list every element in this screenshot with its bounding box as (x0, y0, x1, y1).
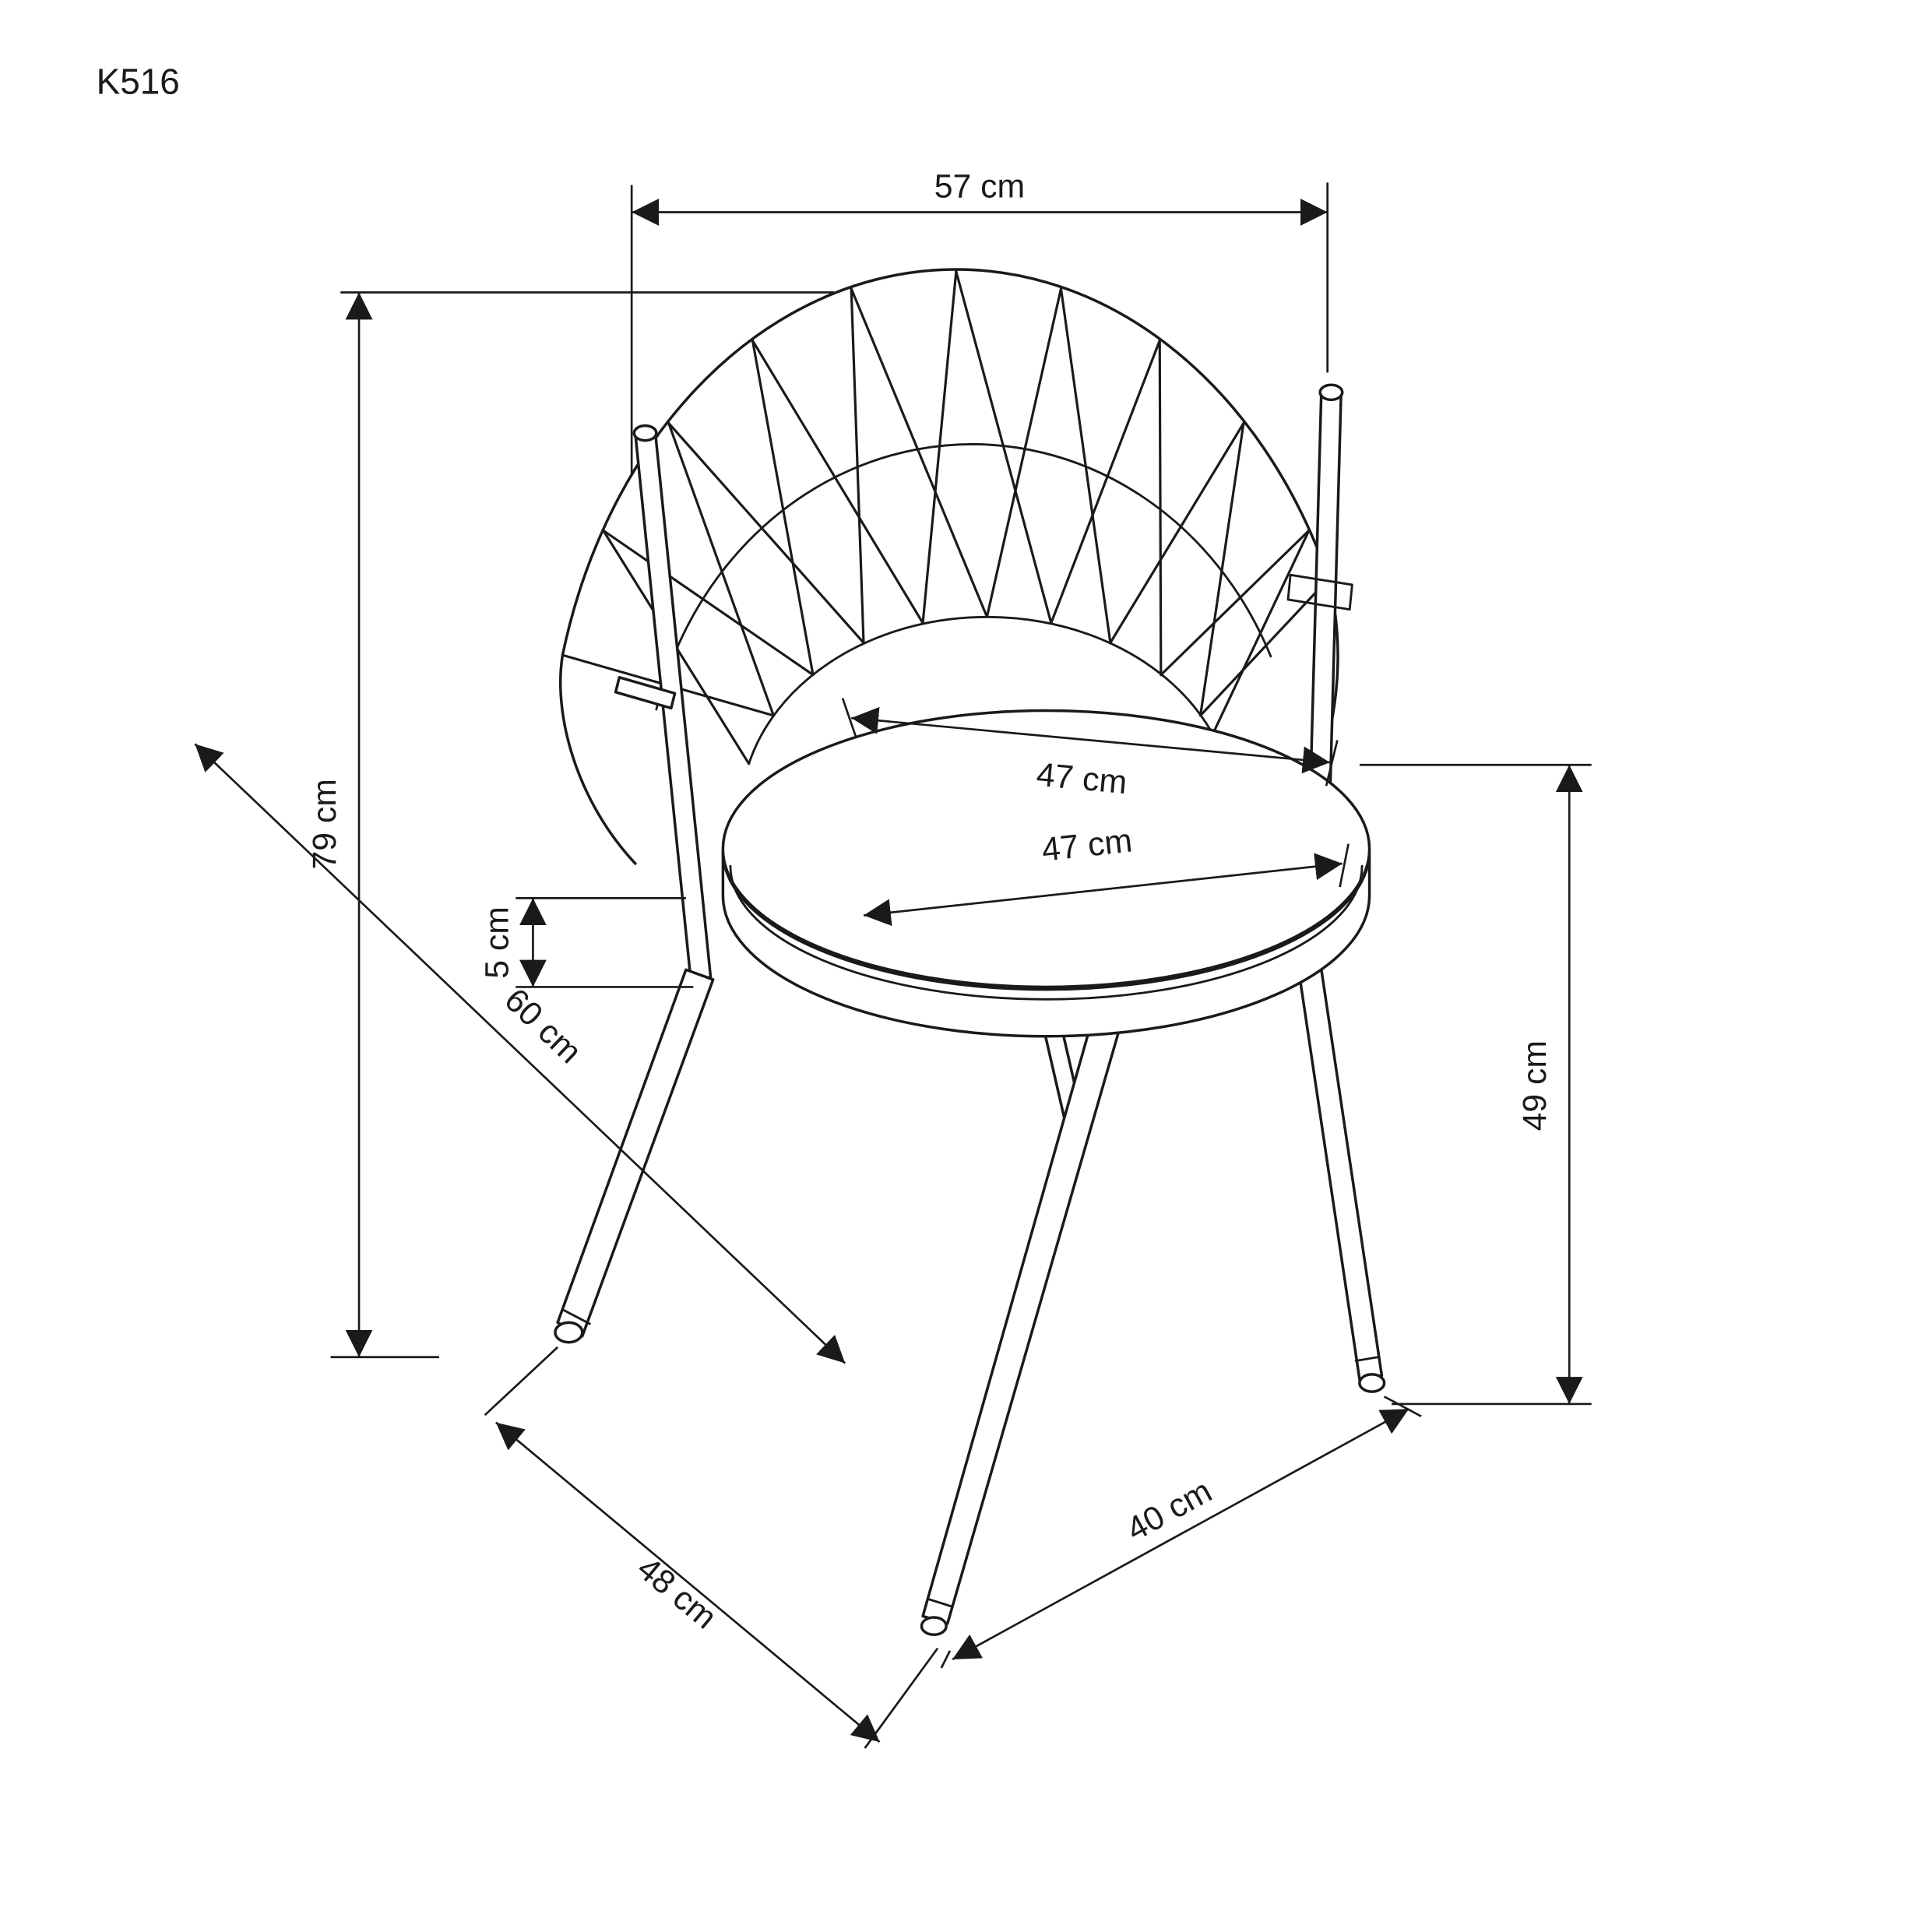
seat-depth-dimension-line (863, 853, 1343, 927)
front-leg-spacing-dimension-line (495, 1421, 881, 1744)
backrest-outer-edge (561, 268, 1331, 657)
front-center-foot-joint (926, 1597, 952, 1608)
back-width-label: 57 cm (934, 167, 1025, 205)
left-post-cap (632, 424, 658, 442)
right-post-bracket (1286, 573, 1353, 611)
rear-right-foot-joint (1354, 1356, 1380, 1362)
model-code-label: K516 (97, 61, 180, 101)
rear-right-foot (1358, 1373, 1386, 1393)
seat-side-band (721, 850, 1371, 1038)
left-post-bracket (614, 676, 677, 710)
side-leg-spacing-extension-left (940, 1650, 952, 1669)
seat-height-label: 49 cm (1516, 1040, 1554, 1131)
dimension-seat-height: 49 cm (1359, 763, 1592, 1406)
backrest-middle-band (655, 443, 1272, 711)
seat-width-label: 47 cm (1035, 756, 1128, 802)
seat-width-dimension-line (851, 706, 1330, 774)
backrest-inner-edge (748, 615, 1214, 765)
cushion-thickness-label: 5 cm (479, 906, 516, 979)
overall-depth-dimension-line (194, 743, 846, 1364)
dimension-seat-width: 47 cm (841, 698, 1339, 802)
front-center-foot (920, 1616, 948, 1636)
dimension-back-width: 57 cm (630, 167, 1329, 474)
front-leg-spacing-extension-left (484, 1346, 559, 1416)
dimension-cushion-thickness: 5 cm (479, 897, 694, 988)
side-leg-spacing-dimension-line (952, 1408, 1409, 1661)
right-post-cap (1318, 383, 1344, 402)
front-left-foot (554, 1321, 584, 1344)
seat-width-tick-right (1325, 740, 1339, 787)
side-leg-spacing-extension-right (1383, 1395, 1422, 1417)
